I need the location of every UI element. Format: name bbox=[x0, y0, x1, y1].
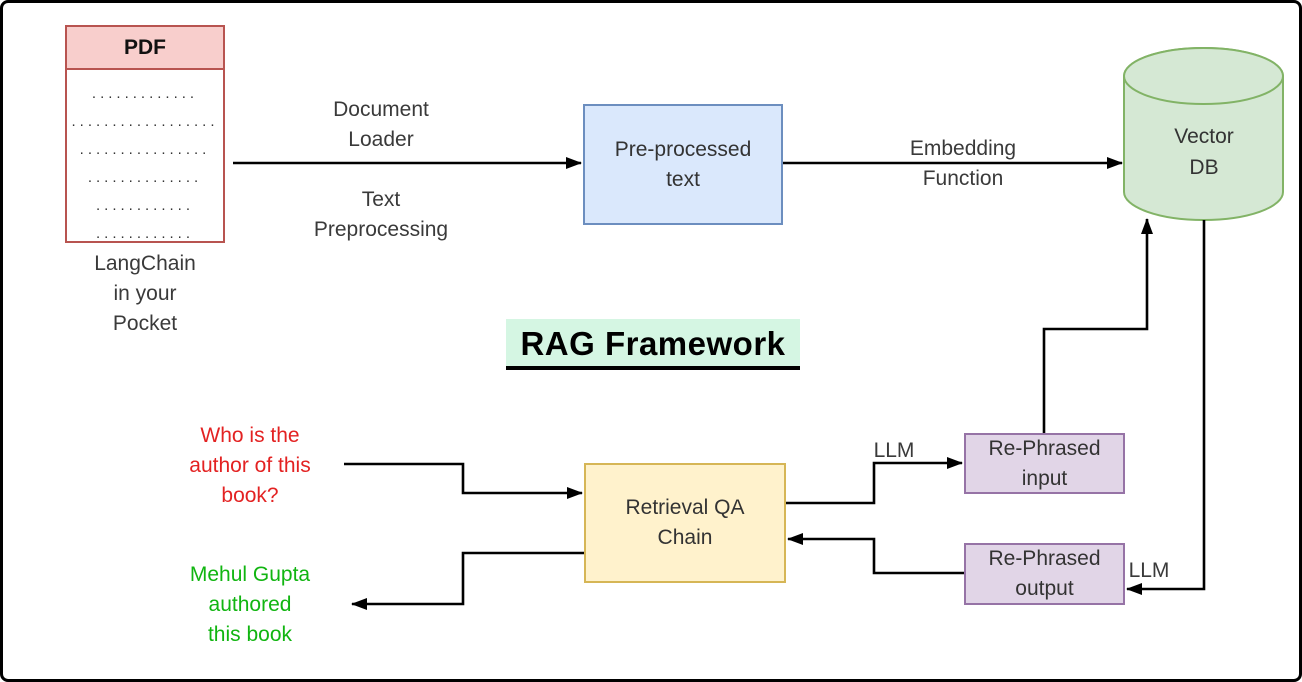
node-rephrased-input: Re-Phrased input bbox=[964, 433, 1125, 494]
pdf-caption: LangChain in your Pocket bbox=[94, 252, 196, 335]
edge-qachain-to-answer bbox=[351, 551, 584, 610]
edge-vectordb-to-rephrased-output bbox=[1126, 220, 1206, 595]
pdf-node-title: PDF bbox=[124, 35, 166, 59]
pdf-node-header: PDF bbox=[65, 25, 225, 70]
question-text: Who is the author of this book? bbox=[189, 424, 311, 507]
diagram-title: RAG Framework bbox=[506, 319, 800, 370]
label-embedding-function: Embedding Function bbox=[909, 137, 1017, 190]
label-text-preprocessing: Text Preprocessing bbox=[313, 188, 449, 241]
label-document-loader: Document Loader bbox=[333, 98, 429, 151]
label-llm-output: LLM bbox=[1128, 559, 1170, 582]
edge-question-to-qachain bbox=[344, 462, 583, 499]
node-vector-db-label: Vector DB bbox=[1174, 125, 1234, 179]
answer-text: Mehul Gupta authored this book bbox=[189, 563, 311, 646]
edge-rephrased-input-to-vectordb bbox=[1042, 218, 1153, 433]
edge-qachain-to-rephrased-input bbox=[786, 457, 963, 505]
edge-rephrased-output-to-qachain bbox=[787, 533, 964, 575]
label-llm-input: LLM bbox=[873, 439, 915, 462]
diagram-title-wrap: RAG Framework bbox=[403, 319, 903, 370]
node-preprocessed-text: Pre-processed text bbox=[583, 104, 783, 225]
node-rephrased-output: Re-Phrased output bbox=[964, 543, 1125, 605]
node-retrieval-qa-chain: Retrieval QA Chain bbox=[584, 463, 786, 583]
pdf-node-body: ............. .................. .......… bbox=[65, 70, 225, 243]
